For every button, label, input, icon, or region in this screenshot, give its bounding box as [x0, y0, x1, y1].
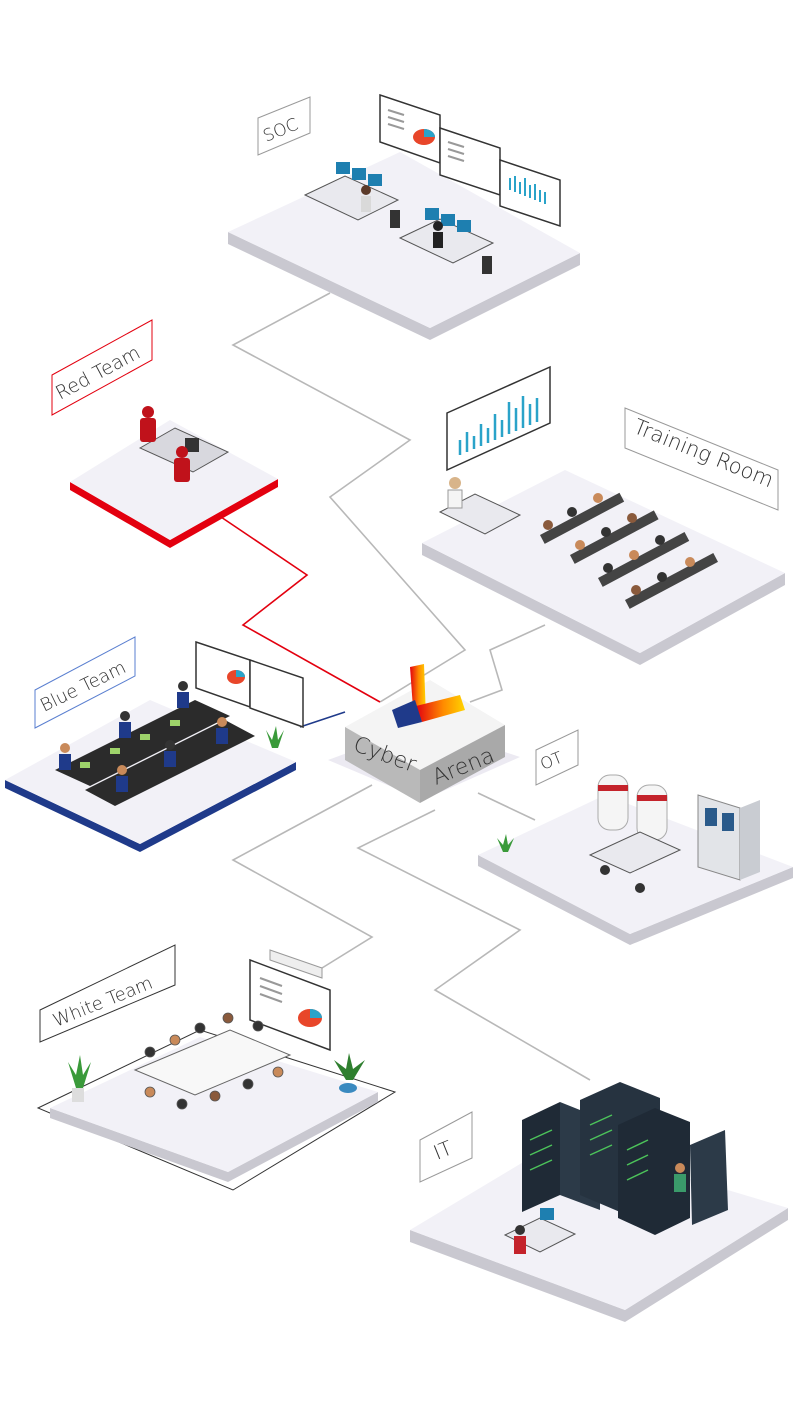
- zone-it: IT: [410, 1082, 788, 1322]
- red-label-box: [51, 319, 153, 416]
- white-participants: [144, 1012, 284, 1110]
- it-label-box: [419, 1111, 473, 1183]
- zone-white-team: White Team: [36, 944, 397, 1191]
- blue-wall-screen: [249, 658, 304, 729]
- blue-analysts: [59, 681, 228, 792]
- line-soc: [231, 292, 467, 703]
- ot-desk: [588, 831, 682, 874]
- it-operator: [515, 1225, 525, 1235]
- line-it: [356, 809, 591, 1081]
- soc-platform-side: [228, 232, 580, 340]
- it-server-racks: [522, 1082, 728, 1235]
- white-ac-unit: [269, 949, 323, 979]
- white-conference-table: [133, 1029, 292, 1096]
- training-wall-chart: [446, 365, 551, 472]
- hub-cyber-arena: Cyber Arena: [328, 664, 520, 803]
- white-plant-icon: [68, 1055, 91, 1088]
- zone-training-room: Training Room: [422, 365, 785, 665]
- zone-ot: OT: [478, 729, 793, 945]
- line-blue: [299, 711, 346, 728]
- red-hacker: [142, 406, 154, 418]
- soc-desk: [398, 218, 495, 264]
- red-platform-edge: [70, 479, 278, 548]
- soc-screen: [379, 93, 441, 165]
- it-platform-side: [410, 1208, 788, 1322]
- training-label-box: [624, 407, 779, 511]
- soc-label-box: [257, 96, 311, 156]
- ot-label-box: [535, 729, 579, 786]
- it-technician: [675, 1163, 685, 1173]
- zone-red-team: Red Team: [51, 319, 278, 548]
- ot-plant-icon: [497, 834, 514, 852]
- training-students: [543, 493, 695, 595]
- training-platform-side: [422, 543, 785, 665]
- white-platform-side: [50, 1092, 378, 1182]
- connector-lines: [217, 292, 591, 1081]
- red-hacker: [176, 446, 188, 458]
- cyber-arena-logo-icon: [392, 664, 465, 728]
- line-ot: [477, 792, 536, 821]
- white-platform-outline: [36, 1029, 397, 1191]
- ot-tanks: [597, 774, 668, 841]
- blue-plant-icon: [266, 726, 284, 748]
- ot-platform-side: [478, 855, 793, 945]
- soc-desk: [303, 175, 400, 221]
- white-platform: [50, 1037, 378, 1172]
- hub-cube-left: [345, 727, 420, 803]
- white-label-box: [39, 944, 176, 1043]
- ot-control-cabinet: [697, 794, 741, 881]
- zone-blue-team: Blue Team: [5, 636, 304, 852]
- zone-soc: SOC: [228, 93, 580, 340]
- line-training: [469, 624, 546, 703]
- blue-label-box: [34, 636, 136, 729]
- line-red: [217, 514, 381, 703]
- white-plant-icon: [334, 1053, 365, 1080]
- hub-cube-right: [420, 725, 505, 803]
- line-white: [231, 784, 374, 969]
- red-platform: [70, 420, 278, 540]
- hub-cube-top: [345, 680, 505, 770]
